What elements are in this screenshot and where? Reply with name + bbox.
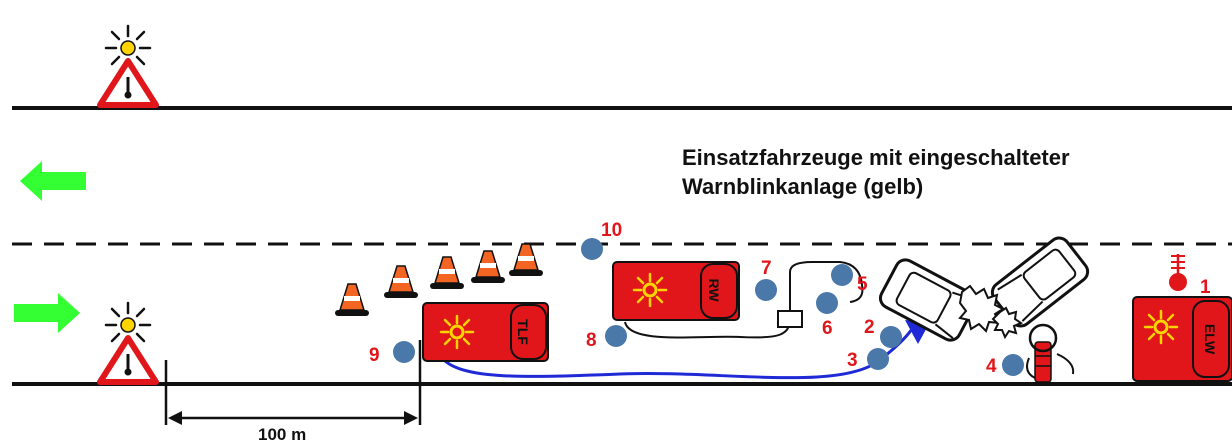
person-2 bbox=[880, 326, 902, 348]
person-8 bbox=[605, 325, 627, 347]
distance-label: 100 m bbox=[258, 425, 307, 444]
crashed-car-1 bbox=[878, 258, 978, 342]
position-label-4: 4 bbox=[986, 356, 997, 377]
warning-triangle-icon bbox=[100, 338, 156, 382]
vehicle-elw: ELW bbox=[1132, 296, 1232, 382]
hydrant-icon bbox=[1026, 323, 1075, 383]
position-label-6: 6 bbox=[822, 318, 833, 339]
vehicle-tlf: TLF bbox=[422, 302, 549, 362]
position-label-3: 3 bbox=[847, 350, 858, 371]
person-10 bbox=[581, 238, 603, 260]
position-label-5: 5 bbox=[857, 274, 868, 295]
hose-line bbox=[624, 317, 791, 339]
thermometer-icon bbox=[1169, 254, 1187, 291]
person-3 bbox=[867, 348, 889, 370]
traffic-cone-icon bbox=[508, 243, 544, 277]
direction-arrow-left-icon bbox=[20, 161, 86, 201]
legend-caption-line-2: Warnblinkanlage (gelb) bbox=[682, 174, 924, 199]
person-4 bbox=[1002, 354, 1024, 376]
direction-arrow-right-icon bbox=[14, 293, 80, 333]
traffic-cone-icon bbox=[334, 283, 370, 317]
position-label-1: 1 bbox=[1200, 277, 1211, 298]
person-6 bbox=[816, 292, 838, 314]
vehicle-rw-label: RW bbox=[706, 278, 722, 302]
traffic-cone-icon bbox=[429, 256, 465, 290]
approach-path bbox=[438, 326, 919, 380]
position-label-10: 10 bbox=[601, 220, 622, 241]
traffic-cone-icon bbox=[470, 250, 506, 284]
position-label-9: 9 bbox=[369, 345, 380, 366]
vehicle-elw-label: ELW bbox=[1202, 324, 1218, 355]
person-9 bbox=[393, 341, 415, 363]
position-label-8: 8 bbox=[586, 330, 597, 351]
person-5 bbox=[831, 264, 853, 286]
vehicle-rw: RW bbox=[612, 261, 740, 321]
debris bbox=[991, 306, 1024, 340]
vehicle-tlf-label: TLF bbox=[515, 319, 531, 345]
traffic-cone-icon bbox=[383, 265, 419, 299]
equipment-box bbox=[777, 310, 803, 328]
legend-caption: Einsatzfahrzeuge mit eingeschalteter War… bbox=[682, 143, 1070, 201]
hose-line bbox=[789, 261, 864, 311]
distance-dimension bbox=[164, 340, 422, 425]
warning-triangle-icon bbox=[100, 61, 156, 105]
position-label-2: 2 bbox=[864, 317, 875, 338]
position-label-7: 7 bbox=[761, 258, 772, 279]
legend-caption-line-1: Einsatzfahrzeuge mit eingeschalteter bbox=[682, 145, 1070, 170]
person-7 bbox=[755, 279, 777, 301]
